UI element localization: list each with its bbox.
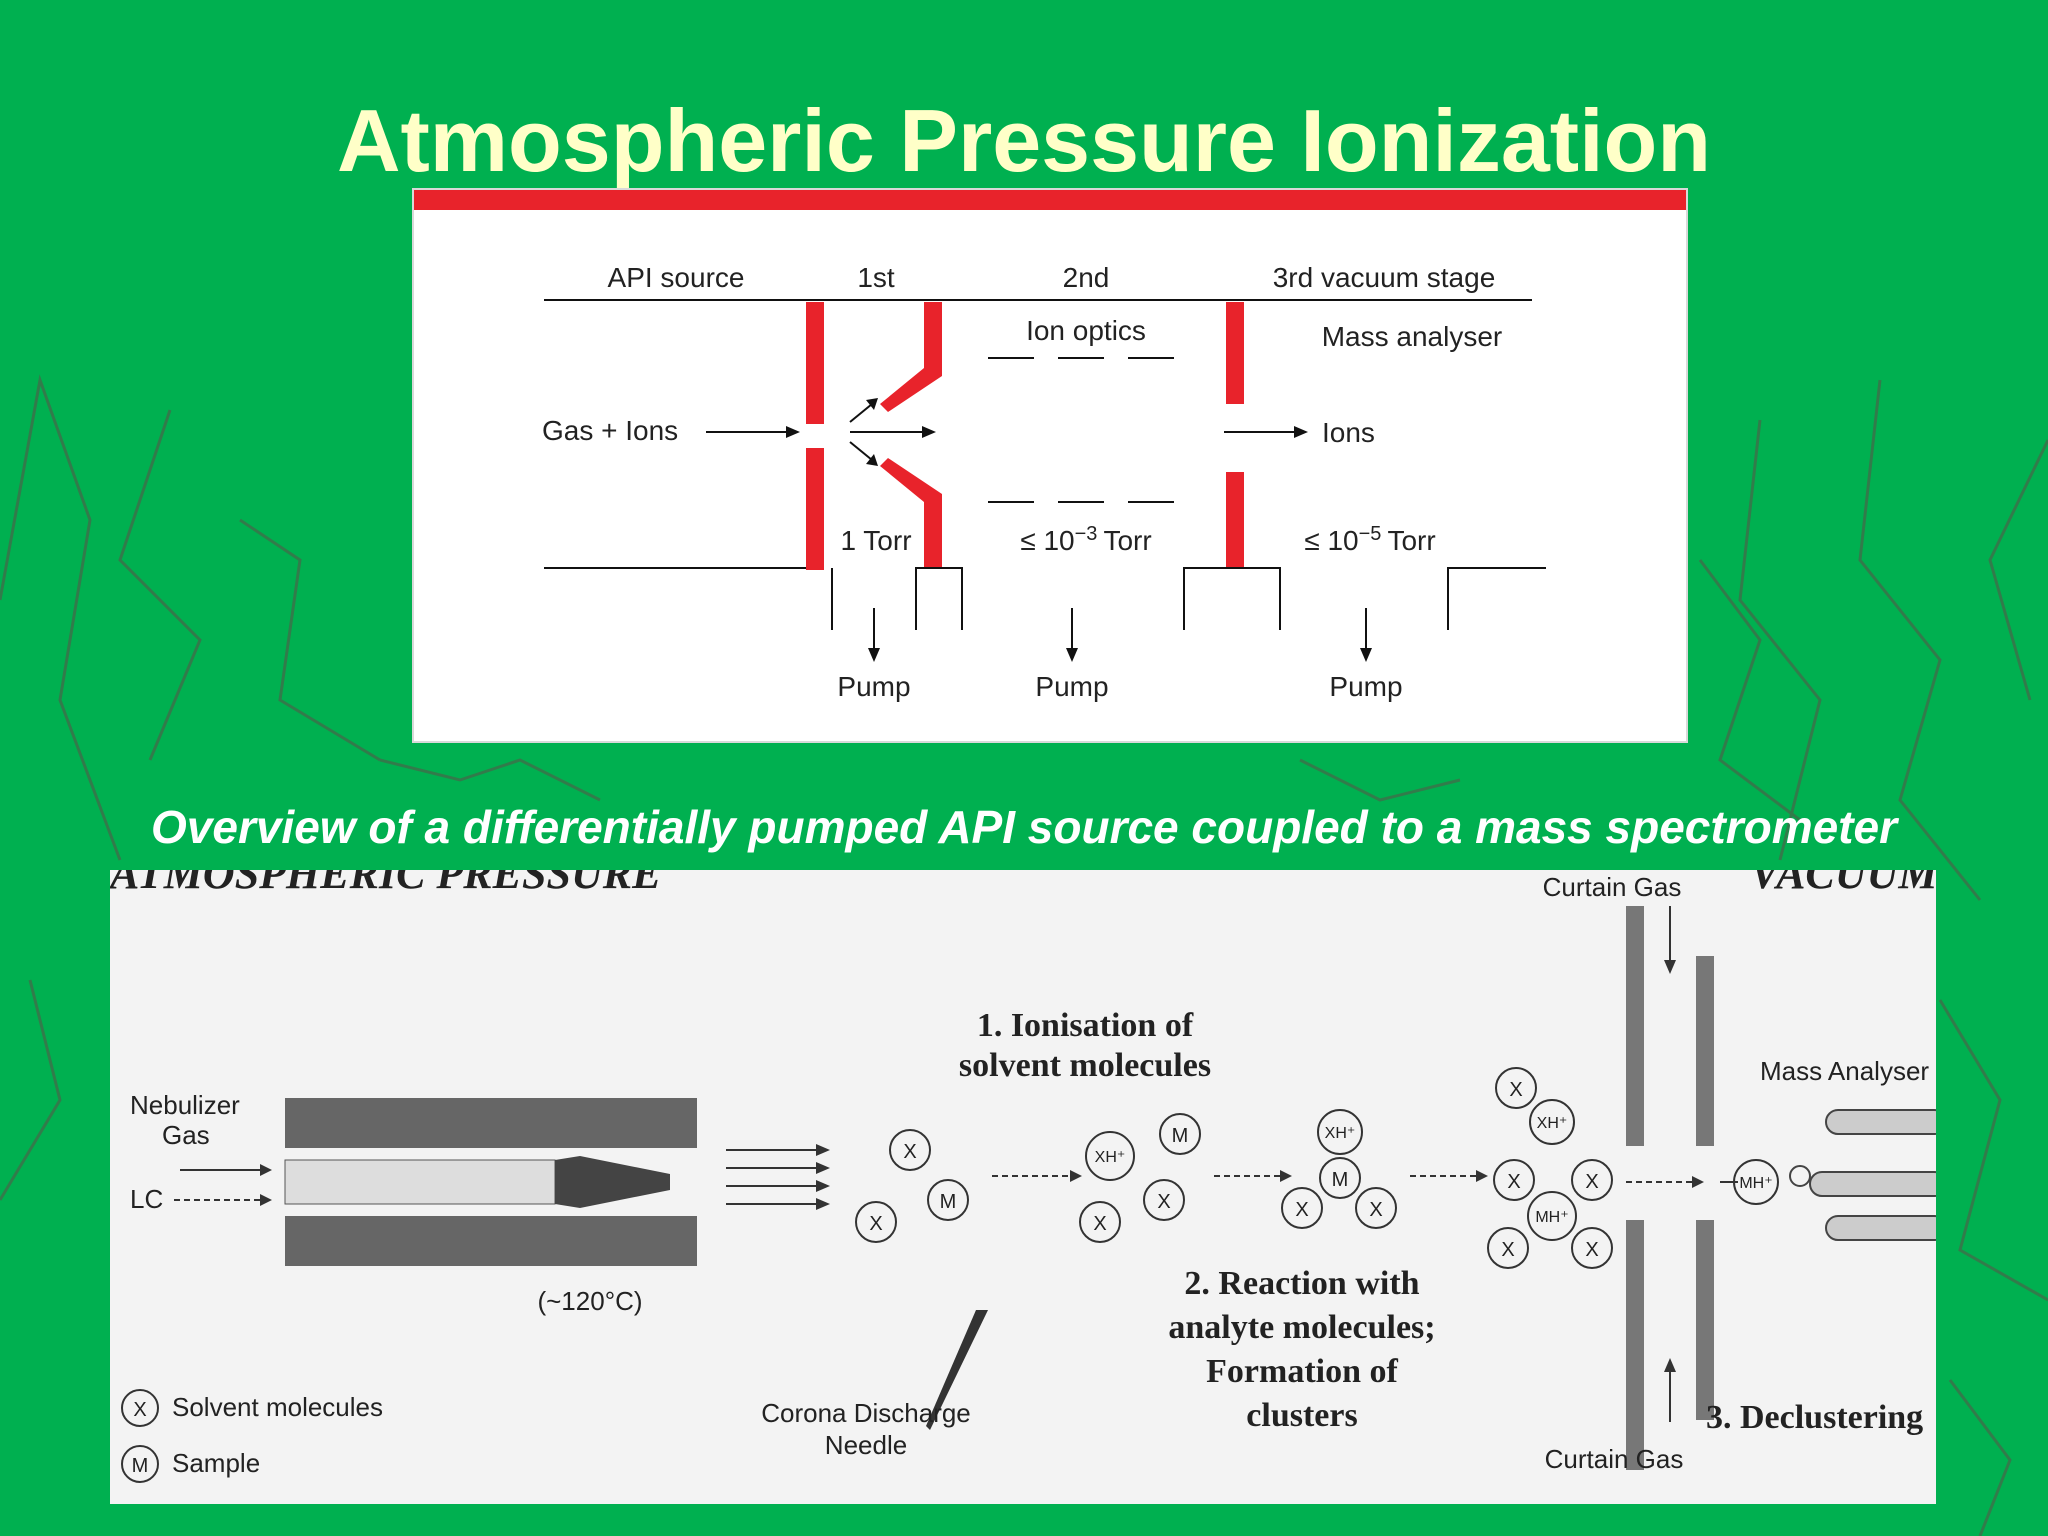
api-stages-diagram: API source 1st 2nd 3rd vacuum stage Ion … (412, 188, 1688, 743)
atmospheric-pressure-label: ATMOSPHERIC PRESSURE (110, 870, 661, 898)
capillary (284, 1159, 556, 1205)
apci-process-svg: ATMOSPHERIC PRESSURE VACUUM Nebulizer Ga… (110, 870, 1936, 1483)
mass-analyser-label: Mass analyser (1322, 321, 1503, 352)
step1-line1: 1. Ionisation of (977, 1007, 1194, 1044)
third-wall-upper (1226, 302, 1244, 404)
heater-lower (285, 1216, 697, 1266)
spray-cone (555, 1156, 670, 1208)
svg-text:MH⁺: MH⁺ (1739, 1175, 1772, 1192)
legend-sample-label: Sample (172, 1448, 260, 1478)
first-wall-lower (806, 448, 824, 570)
vacuum-label: VACUUM (1750, 870, 1936, 898)
svg-text:X: X (1585, 1171, 1598, 1193)
step2-line4: clusters (1246, 1397, 1357, 1434)
diagram-caption: Overview of a differentially pumped API … (151, 801, 1897, 853)
legend-sample-symbol (121, 1445, 159, 1483)
slide-title: Atmospheric Pressure Ionization (336, 91, 1712, 190)
step3-label: 3. Declustering (1706, 1399, 1923, 1436)
gas-ions-label: Gas + Ions (542, 415, 678, 446)
step2-line2: analyte molecules; (1168, 1309, 1435, 1346)
ion-optics-label: Ion optics (1026, 315, 1146, 346)
svg-text:M: M (1332, 1169, 1349, 1191)
svg-text:MH⁺: MH⁺ (1535, 1209, 1568, 1226)
header-second: 2nd (1063, 262, 1110, 293)
api-stages-svg: API source 1st 2nd 3rd vacuum stage Ion … (542, 262, 1546, 702)
curtain-plate-upper-right (1696, 956, 1714, 1146)
header-api-source: API source (608, 262, 745, 293)
ions-label: Ions (1322, 417, 1375, 448)
svg-text:X: X (1295, 1199, 1308, 1221)
temperature-label: (~120°C) (537, 1286, 642, 1316)
svg-text:X: X (1369, 1199, 1382, 1221)
svg-text:X: X (1585, 1239, 1598, 1261)
first-wall-upper (806, 302, 824, 424)
heater-upper (285, 1098, 697, 1148)
svg-text:X: X (903, 1141, 916, 1163)
gas-arrow-head (786, 426, 800, 438)
third-wall-lower (1226, 472, 1244, 568)
corona-label-2: Needle (825, 1430, 907, 1460)
step2-line1: 2. Reaction with (1184, 1265, 1419, 1302)
skimmer-lower (880, 458, 942, 568)
apci-process-diagram: ATMOSPHERIC PRESSURE VACUUM Nebulizer Ga… (110, 870, 1936, 1504)
header-first: 1st (857, 262, 895, 293)
corona-label-1: Corona Discharge (761, 1398, 971, 1428)
skimmer-upper (880, 302, 942, 412)
mass-analyser-text: Mass Analyser (1760, 1056, 1929, 1086)
lc-label: LC (130, 1184, 163, 1214)
pressure-first: 1 Torr (840, 525, 911, 556)
legend-solvent-symbol (121, 1389, 159, 1427)
svg-text:X: X (1501, 1239, 1514, 1261)
pump-label-2: Pump (1035, 671, 1108, 702)
svg-text:M: M (1172, 1125, 1189, 1147)
svg-text:X: X (869, 1213, 882, 1235)
curtain-gas-bottom: Curtain Gas (1545, 1444, 1684, 1474)
svg-text:X: X (1507, 1171, 1520, 1193)
panel-header-bar (414, 190, 1686, 210)
svg-text:X: X (1157, 1191, 1170, 1213)
svg-text:X: X (1093, 1213, 1106, 1235)
housing-outline (544, 567, 1546, 630)
legend-solvent-label: Solvent molecules (172, 1392, 383, 1422)
curtain-plate-lower-left (1626, 1220, 1644, 1470)
header-third: 3rd vacuum stage (1273, 262, 1496, 293)
pump-label-3: Pump (1329, 671, 1402, 702)
step1-line2: solvent molecules (959, 1047, 1211, 1084)
curtain-plate-lower-right (1696, 1220, 1714, 1420)
step2-line3: Formation of (1206, 1353, 1398, 1390)
corona-needle (926, 1310, 988, 1430)
curtain-plate-upper-left (1626, 906, 1644, 1146)
svg-text:XH⁺: XH⁺ (1095, 1149, 1126, 1166)
svg-text:M: M (132, 1455, 149, 1477)
nebulizer-label: Nebulizer (130, 1090, 240, 1120)
svg-text:X: X (1509, 1079, 1522, 1101)
svg-text:XH⁺: XH⁺ (1325, 1125, 1356, 1142)
svg-text:XH⁺: XH⁺ (1537, 1115, 1568, 1132)
quadrupole-rods (1789, 1109, 1936, 1241)
nebulizer-gas-label: Gas (162, 1120, 210, 1150)
curtain-gas-top: Curtain Gas (1543, 872, 1682, 902)
svg-text:M: M (940, 1191, 957, 1213)
pump-label-1: Pump (837, 671, 910, 702)
svg-text:X: X (133, 1399, 146, 1421)
ion-optics-rods (988, 357, 1174, 503)
